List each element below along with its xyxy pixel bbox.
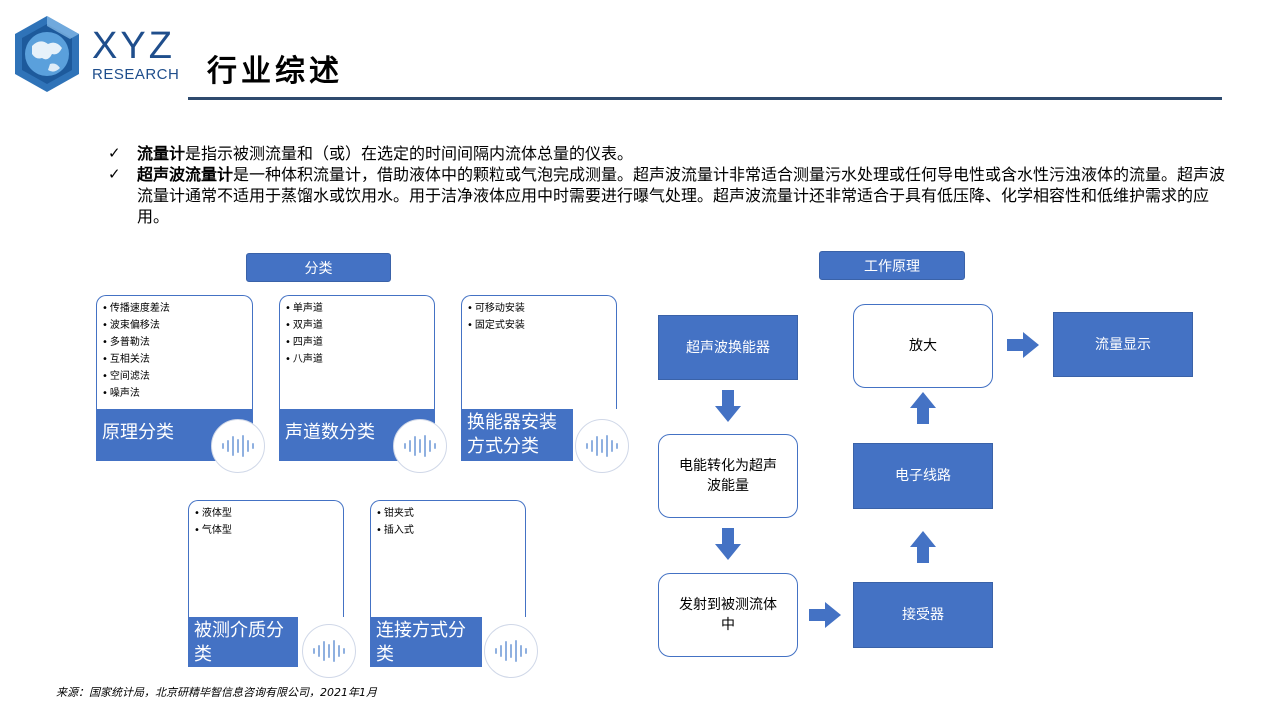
category-item: 互相关法 [102, 351, 247, 368]
arrow-right-icon [1007, 332, 1039, 358]
logo-subtitle: RESEARCH [92, 66, 180, 83]
flow-step-convert: 电能转化为超声波能量 [658, 434, 798, 518]
globe-hexagon-logo-icon [15, 16, 79, 92]
arrow-down-icon [715, 528, 741, 560]
category-item: 噪声法 [102, 385, 247, 402]
category-title: 被测介质分类 [188, 617, 298, 667]
logo-name: XYZ [92, 25, 175, 67]
logo-wordmark: XYZ RESEARCH [92, 26, 179, 83]
category-card: 传播速度差法 波束偏移法 多普勒法 互相关法 空间滤法 噪声法 原理分类 [96, 295, 265, 473]
flow-step-display: 流量显示 [1053, 312, 1193, 377]
sound-wave-icon [575, 419, 629, 473]
flow-step-emit: 发射到被测流体中 [658, 573, 798, 657]
arrow-up-icon [910, 531, 936, 563]
category-item: 固定式安装 [467, 317, 611, 334]
category-item: 双声道 [285, 317, 429, 334]
flow-step-transducer: 超声波换能器 [658, 315, 798, 380]
arrow-right-icon [809, 602, 841, 628]
category-item: 传播速度差法 [102, 300, 247, 317]
category-card: 单声道 双声道 四声道 八声道 声道数分类 [279, 295, 447, 473]
category-card: 液体型 气体型 被测介质分类 [188, 500, 356, 678]
check-icon: ✓ [108, 144, 121, 162]
category-item: 八声道 [285, 351, 429, 368]
sound-wave-icon [393, 419, 447, 473]
principle-header: 工作原理 [819, 251, 965, 280]
bullet-text: 是一种体积流量计，借助液体中的颗粒或气泡完成测量。超声波流量计非常适合测量污水处… [137, 165, 1226, 226]
flow-step-circuit: 电子线路 [853, 443, 993, 509]
category-title: 换能器安装方式分类 [461, 409, 573, 461]
category-item: 波束偏移法 [102, 317, 247, 334]
category-item: 可移动安装 [467, 300, 611, 317]
category-item: 单声道 [285, 300, 429, 317]
page-title: 行业综述 [207, 54, 343, 89]
bullet-text: 是指示被测流量和（或）在选定的时间间隔内流体总量的仪表。 [185, 144, 634, 163]
arrow-up-icon [910, 392, 936, 424]
category-item: 钳夹式 [376, 505, 520, 522]
classification-header: 分类 [246, 253, 391, 282]
sound-wave-icon [302, 624, 356, 678]
bullet-item: ✓ 超声波流量计是一种体积流量计，借助液体中的颗粒或气泡完成测量。超声波流量计非… [108, 164, 1228, 227]
category-item: 液体型 [194, 505, 338, 522]
source-note: 来源：国家统计局，北京研精毕智信息咨询有限公司，2021年1月 [56, 686, 377, 699]
flow-step-receiver: 接受器 [853, 582, 993, 648]
category-title: 连接方式分类 [370, 617, 482, 667]
bullet-term: 超声波流量计 [137, 165, 234, 184]
category-item: 多普勒法 [102, 334, 247, 351]
category-item: 气体型 [194, 522, 338, 539]
category-card: 可移动安装 固定式安装 换能器安装方式分类 [461, 295, 629, 473]
category-item: 插入式 [376, 522, 520, 539]
category-item: 空间滤法 [102, 368, 247, 385]
category-item: 四声道 [285, 334, 429, 351]
sound-wave-icon [211, 419, 265, 473]
bullet-item: ✓ 流量计是指示被测流量和（或）在选定的时间间隔内流体总量的仪表。 [108, 143, 1228, 164]
bullet-term: 流量计 [137, 144, 186, 163]
intro-bullets: ✓ 流量计是指示被测流量和（或）在选定的时间间隔内流体总量的仪表。 ✓ 超声波流… [108, 143, 1228, 227]
sound-wave-icon [484, 624, 538, 678]
title-divider [188, 97, 1222, 100]
flow-step-amplify: 放大 [853, 304, 993, 388]
category-card: 钳夹式 插入式 连接方式分类 [370, 500, 538, 678]
arrow-down-icon [715, 390, 741, 422]
check-icon: ✓ [108, 165, 121, 183]
